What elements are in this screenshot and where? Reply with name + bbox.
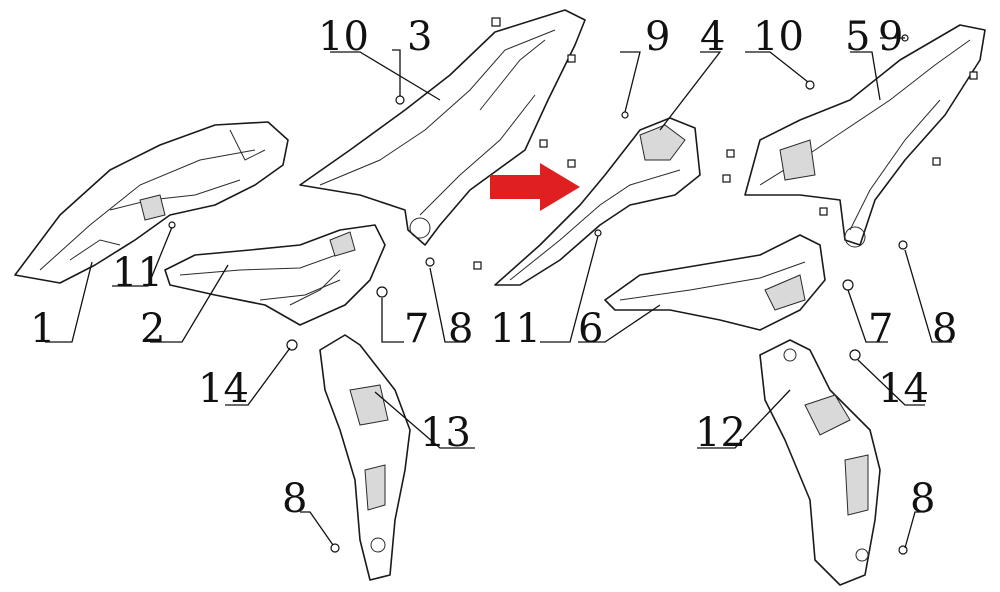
callout-13: 13 xyxy=(420,410,471,456)
callout-9b: 9 xyxy=(878,14,903,60)
callout-8d: 8 xyxy=(910,476,935,522)
callout-10b: 10 xyxy=(753,14,804,60)
part-1-left-side-panel xyxy=(14,121,289,284)
washer-14a xyxy=(286,339,298,351)
callout-9a: 9 xyxy=(645,14,670,60)
callout-1: 1 xyxy=(30,306,55,352)
screw-10b xyxy=(805,80,815,90)
washer-14b xyxy=(849,349,861,361)
callout-11a: 11 xyxy=(112,250,163,296)
callout-6: 6 xyxy=(578,306,603,352)
callout-14a: 14 xyxy=(198,366,249,412)
callout-labels: 1 2 3 4 5 6 7 7 8 8 8 8 9 9 10 10 11 11 … xyxy=(30,14,957,522)
callout-2: 2 xyxy=(140,306,165,352)
part-3-left-center-frame-cover xyxy=(299,9,586,246)
fasteners xyxy=(168,17,978,555)
callout-7a: 7 xyxy=(404,306,429,352)
callout-12: 12 xyxy=(695,410,746,456)
part-13-left-lower-trim xyxy=(319,334,411,581)
leader-lines xyxy=(45,37,952,549)
screw-8c xyxy=(330,543,340,553)
callout-4: 4 xyxy=(700,14,725,60)
bolt-7b xyxy=(842,279,854,291)
screw-10a xyxy=(395,95,405,105)
part-2-left-lower-cowl xyxy=(164,224,386,326)
part-4-right-front-inner-panel xyxy=(494,117,701,286)
clip-11b xyxy=(594,229,602,237)
callout-8a: 8 xyxy=(448,306,473,352)
callout-3: 3 xyxy=(407,14,432,60)
callout-10a: 10 xyxy=(318,14,369,60)
screw-8b xyxy=(898,240,908,250)
screw-8a xyxy=(425,257,435,267)
part-6-right-lower-cowl xyxy=(604,234,826,331)
callout-8c: 8 xyxy=(282,476,307,522)
callout-14b: 14 xyxy=(878,366,929,412)
part-5-right-side-panel xyxy=(744,24,986,248)
callout-7b: 7 xyxy=(868,306,893,352)
callout-11b: 11 xyxy=(490,306,541,352)
clip-9a xyxy=(621,111,629,119)
part-12-right-lower-trim xyxy=(759,339,881,586)
red-indicator-arrow xyxy=(490,163,580,211)
bolt-7a xyxy=(376,286,388,298)
callout-8b: 8 xyxy=(932,306,957,352)
callout-5: 5 xyxy=(845,14,870,60)
